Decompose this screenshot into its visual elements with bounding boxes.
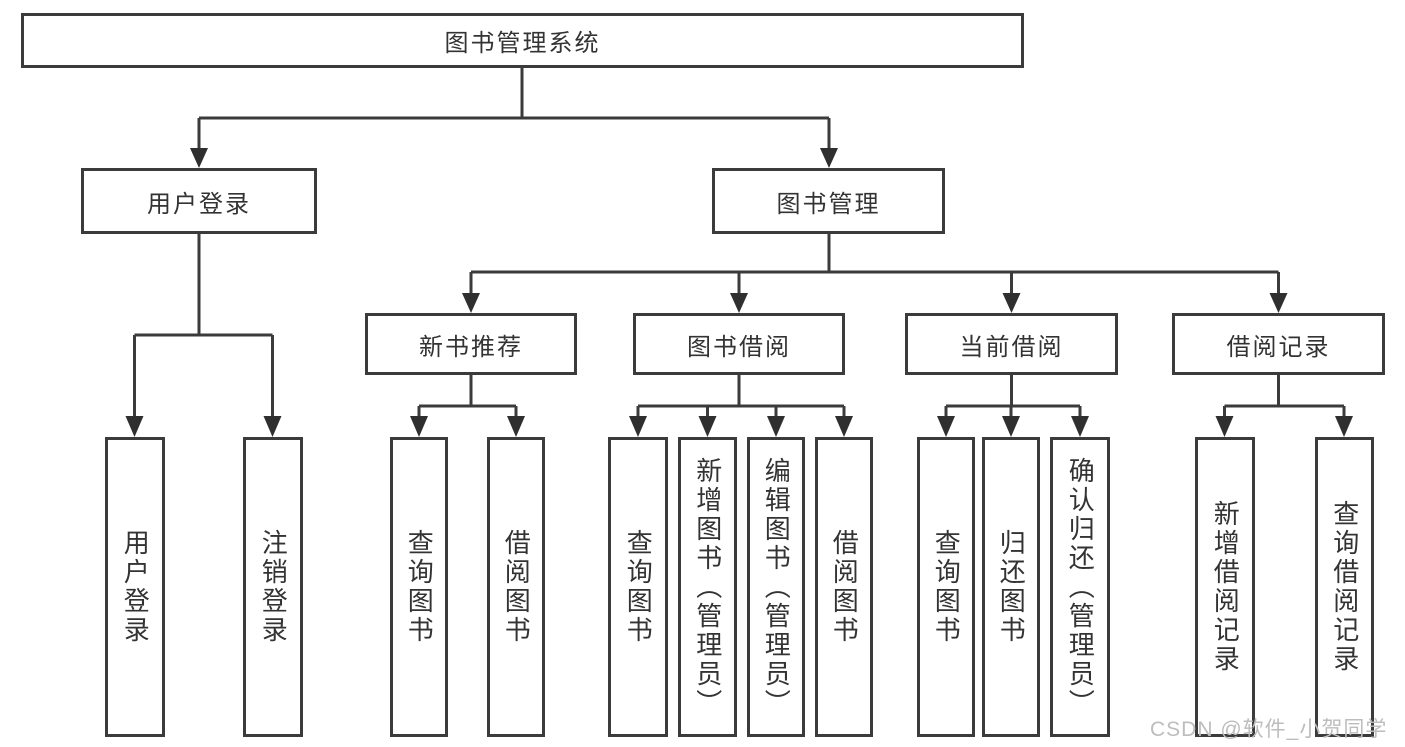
connector-recommend-to-leaves (410, 375, 525, 437)
node-leaf-add-borrow-record-label: 新增借阅记录 (1210, 500, 1241, 674)
connector-borrow-to-leaves (629, 375, 853, 437)
node-book-borrow: 图书借阅 (633, 313, 845, 375)
node-leaf-add-borrow-record: 新增借阅记录 (1195, 437, 1255, 737)
connector-root-to-level2 (190, 68, 838, 168)
node-user-login-label: 用户登录 (147, 190, 251, 218)
node-leaf-borrow-books-recommend: 借阅图书 (487, 437, 545, 737)
node-book-borrow-label: 图书借阅 (687, 333, 791, 361)
connector-management-to-level3 (462, 234, 1288, 313)
node-book-management: 图书管理 (712, 168, 945, 234)
node-leaf-add-book-admin: 新增图书（管理员） (678, 437, 737, 737)
node-current-borrow: 当前借阅 (905, 313, 1118, 375)
node-leaf-query-borrow-record-label: 查询借阅记录 (1329, 500, 1360, 674)
node-leaf-borrow-books-recommend-label: 借阅图书 (501, 529, 532, 645)
node-leaf-add-book-admin-label: 新增图书（管理员） (692, 456, 723, 718)
node-leaf-query-books-current: 查询图书 (917, 437, 975, 737)
node-new-book-recommend: 新书推荐 (365, 313, 577, 375)
node-library-system-label: 图书管理系统 (444, 30, 601, 57)
node-leaf-edit-book-admin: 编辑图书（管理员） (747, 437, 805, 737)
node-leaf-confirm-return-admin: 确认归还（管理员） (1050, 437, 1110, 737)
node-leaf-borrow-books-label: 借阅图书 (829, 529, 860, 645)
connector-current-to-leaves (937, 375, 1089, 437)
node-current-borrow-label: 当前借阅 (959, 333, 1064, 361)
node-leaf-query-borrow-record: 查询借阅记录 (1315, 437, 1374, 737)
node-leaf-borrow-books: 借阅图书 (815, 437, 873, 737)
node-leaf-return-books-label: 归还图书 (996, 529, 1027, 645)
node-borrow-records: 借阅记录 (1172, 313, 1385, 375)
node-leaf-logout: 注销登录 (243, 437, 303, 737)
watermark: CSDN @软件_小贺同学 (1150, 718, 1388, 741)
node-leaf-query-books-recommend: 查询图书 (390, 437, 448, 737)
node-user-login: 用户登录 (81, 168, 317, 234)
node-library-system: 图书管理系统 (21, 13, 1024, 68)
connector-records-to-leaves (1215, 375, 1353, 437)
node-leaf-user-login: 用户登录 (105, 437, 165, 737)
node-leaf-confirm-return-admin-label: 确认归还（管理员） (1065, 456, 1096, 718)
node-leaf-return-books: 归还图书 (982, 437, 1040, 737)
node-leaf-query-books-borrow-label: 查询图书 (623, 529, 654, 645)
node-new-book-recommend-label: 新书推荐 (419, 333, 523, 361)
node-leaf-user-login-label: 用户登录 (120, 529, 151, 645)
node-leaf-edit-book-admin-label: 编辑图书（管理员） (761, 456, 792, 718)
node-leaf-query-books-current-label: 查询图书 (931, 529, 962, 645)
connector-login-to-leaves (125, 234, 282, 437)
node-leaf-query-books-recommend-label: 查询图书 (404, 529, 435, 645)
node-leaf-query-books-borrow: 查询图书 (608, 437, 668, 737)
node-book-management-label: 图书管理 (776, 190, 881, 218)
node-borrow-records-label: 借阅记录 (1226, 333, 1331, 361)
node-leaf-logout-label: 注销登录 (258, 529, 289, 645)
